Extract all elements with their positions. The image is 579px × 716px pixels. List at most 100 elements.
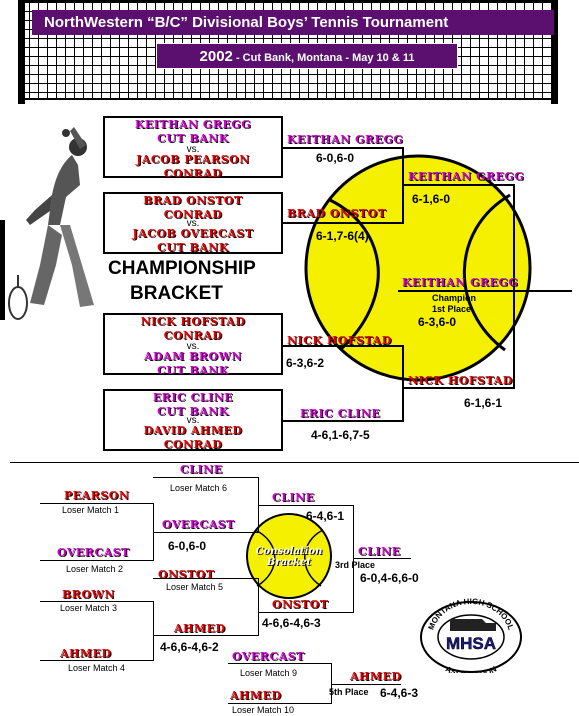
cons-r1-label-2: Loser Match 2 bbox=[66, 564, 124, 574]
bracket-line bbox=[153, 601, 154, 661]
match-box-2: BRAD ONSTOT CONRAD vs. JACOB OVERCAST CU… bbox=[103, 192, 283, 254]
championship-title-line1: CHAMPIONSHIP bbox=[108, 258, 256, 279]
championship-title-line2: BRACKET bbox=[130, 283, 223, 304]
bracket-line bbox=[153, 635, 258, 636]
bracket-line bbox=[353, 505, 354, 613]
match4-vs: vs. bbox=[186, 415, 200, 426]
r2-score-1: 6-0,6-0 bbox=[316, 151, 355, 165]
cons-r2-name-1: OVERCAST bbox=[162, 518, 235, 531]
consolation-ball-graphic bbox=[246, 513, 332, 599]
cons-r1-name-1: PEARSON bbox=[64, 489, 130, 502]
third-place-label: 3rd Place bbox=[335, 560, 376, 570]
final-score: 6-3,6-0 bbox=[418, 315, 457, 329]
semi-score-2: 6-1,6-1 bbox=[464, 396, 503, 410]
bracket-line bbox=[40, 503, 153, 504]
match1-vs: vs. bbox=[186, 144, 200, 155]
champion-name: KEITHAN GREGG bbox=[402, 276, 519, 289]
match3-vs: vs. bbox=[186, 341, 200, 352]
cons-dropin-name-1: CLINE bbox=[180, 463, 223, 476]
fifth-place-label: 5th Place bbox=[329, 687, 369, 697]
bracket-line bbox=[353, 558, 411, 559]
mhsa-logo-center: MHSA bbox=[446, 634, 496, 653]
semi-winner-2: NICK HOFSTAD bbox=[408, 374, 513, 387]
cons-semi-score-1: 6-4,6-1 bbox=[306, 509, 345, 523]
bracket-line bbox=[513, 184, 515, 389]
consolation-ball-text-1: Consolation bbox=[255, 546, 323, 557]
r2-score-3: 6-3,6-2 bbox=[286, 356, 325, 370]
first-place-label: 1st Place bbox=[432, 304, 472, 314]
cons-semi-name-1: CLINE bbox=[272, 491, 315, 504]
consolation-ball-label: Consolation Bracket bbox=[252, 546, 326, 568]
fifth-place-name: AHMED bbox=[350, 670, 402, 683]
semi-score-1: 6-1,6-0 bbox=[412, 192, 451, 206]
bracket-line bbox=[40, 601, 153, 602]
match4-team1: CUT BANK bbox=[157, 405, 229, 418]
bracket-line bbox=[228, 663, 331, 664]
match1-player1: KEITHAN GREGG bbox=[134, 118, 252, 131]
bracket-line bbox=[331, 684, 401, 685]
cons-fifth-match-name-1: OVERCAST bbox=[232, 650, 305, 663]
bracket-line bbox=[258, 578, 259, 636]
match4-player2: DAVID AHMED bbox=[143, 424, 243, 437]
page-title: NorthWestern “B/C” Divisional Boys’ Tenn… bbox=[32, 10, 554, 35]
cons-fifth-match-label-1: Loser Match 9 bbox=[240, 668, 298, 678]
r2-winner-2: BRAD ONSTOT bbox=[287, 207, 387, 220]
match2-team2: CUT BANK bbox=[157, 241, 229, 254]
cons-r1-name-2: OVERCAST bbox=[57, 546, 130, 559]
match3-team1: CONRAD bbox=[163, 329, 223, 342]
cons-r2-score-1: 6-0,6-0 bbox=[168, 539, 207, 553]
bracket-line bbox=[283, 345, 403, 347]
fifth-place-score: 6-4,6-3 bbox=[380, 686, 419, 700]
section-divider bbox=[10, 462, 579, 463]
semi-winner-1: KEITHAN GREGG bbox=[408, 170, 525, 183]
cons-dropin-label-2: Loser Match 5 bbox=[166, 582, 224, 592]
match4-team2: CONRAD bbox=[163, 438, 223, 451]
event-year: 2002 bbox=[199, 48, 233, 65]
r2-winner-4: ERIC CLINE bbox=[300, 407, 381, 420]
bracket-line bbox=[402, 345, 404, 422]
bracket-line bbox=[283, 147, 403, 149]
match-box-4: ERIC CLINE CUT BANK vs. DAVID AHMED CONR… bbox=[103, 389, 283, 451]
consolation-ball-text-2: Bracket bbox=[266, 557, 312, 568]
bracket-line bbox=[398, 290, 572, 292]
mhsa-logo: MONTANA HIGH SCHOOL ASSOCIATION MHSA bbox=[420, 597, 522, 673]
bracket-line bbox=[153, 532, 258, 533]
match2-player2: JACOB OVERCAST bbox=[132, 227, 254, 240]
match2-team1: CONRAD bbox=[163, 208, 223, 221]
bracket-line bbox=[403, 387, 515, 389]
net-post-right bbox=[551, 0, 558, 104]
cons-dropin-name-2: ONSTOT bbox=[158, 568, 215, 581]
bracket-line bbox=[40, 560, 153, 561]
cons-r2-score-2: 4-6,6-4,6-2 bbox=[160, 640, 219, 654]
r2-winner-3: NICK HOFSTAD bbox=[287, 334, 392, 347]
match3-player2: ADAM BROWN bbox=[143, 350, 243, 363]
tennis-ball-graphic bbox=[304, 154, 532, 382]
cons-r1-name-4: AHMED bbox=[60, 647, 112, 660]
event-location: - Cut Bank, Montana - May 10 & 11 bbox=[232, 52, 415, 64]
match2-vs: vs. bbox=[186, 218, 200, 229]
match3-team2: CUT BANK bbox=[157, 364, 229, 377]
cons-r1-name-3: BROWN bbox=[62, 588, 115, 601]
match1-team2: CONRAD bbox=[163, 167, 223, 180]
cons-r1-label-4: Loser Match 4 bbox=[68, 663, 126, 673]
cons-r1-label-3: Loser Match 3 bbox=[60, 603, 118, 613]
bracket-line bbox=[283, 420, 403, 422]
cons-r2-name-2: AHMED bbox=[174, 622, 226, 635]
bracket-line bbox=[283, 222, 403, 224]
bracket-line bbox=[331, 663, 332, 704]
tennis-player-illustration bbox=[0, 127, 94, 320]
cons-dropin-label-1: Loser Match 6 bbox=[170, 483, 228, 493]
cons-r1-label-1: Loser Match 1 bbox=[62, 505, 120, 515]
net-post-left bbox=[18, 0, 25, 104]
match3-player1: NICK HOFSTAD bbox=[140, 315, 246, 328]
bracket-line bbox=[403, 184, 515, 186]
r2-winner-1: KEITHAN GREGG bbox=[287, 133, 404, 146]
event-subtitle: 2002 - Cut Bank, Montana - May 10 & 11 bbox=[156, 43, 458, 69]
r2-score-2: 6-1,7-6(4) bbox=[316, 229, 369, 243]
match4-player1: ERIC CLINE bbox=[152, 391, 234, 404]
cons-semi-score-2: 4-6,6-4,6-3 bbox=[262, 616, 321, 630]
match-box-3: NICK HOFSTAD CONRAD vs. ADAM BROWN CUT B… bbox=[103, 313, 283, 377]
match1-team1: CUT BANK bbox=[157, 132, 229, 145]
third-place-name: CLINE bbox=[358, 545, 401, 558]
match2-player1: BRAD ONSTOT bbox=[143, 194, 243, 207]
